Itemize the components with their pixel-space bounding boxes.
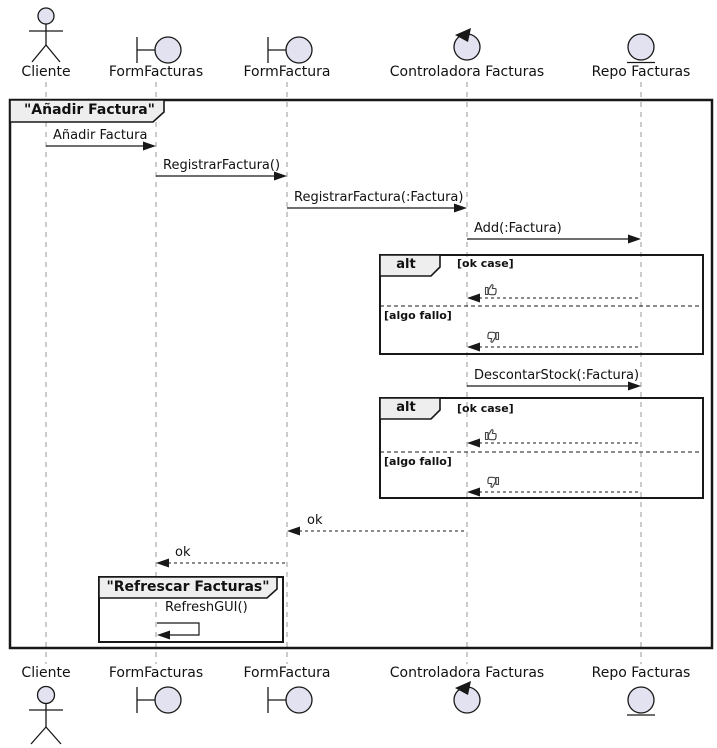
participant-label-formfacturas: FormFacturas: [108, 64, 204, 80]
thumbs-up-icon: [484, 429, 497, 441]
participant-label-controladora: Controladora Facturas: [389, 64, 545, 80]
thumbs-down-icon: [487, 476, 500, 488]
alt-fragment-2: [379, 397, 704, 499]
alt-tab: [379, 254, 441, 277]
bottom-participant-icons: [29, 681, 655, 745]
boundary-icon: [136, 36, 182, 64]
entity-icon: [627, 686, 655, 716]
alt-operator-label: alt: [396, 400, 416, 415]
participant-label-repo: Repo Facturas: [591, 64, 691, 80]
refresh-frame-tab: [98, 576, 278, 599]
participant-label-cliente: Cliente: [21, 64, 71, 80]
alt-tab: [379, 397, 441, 420]
alt-fragment-1: [379, 254, 704, 355]
participant-label-formfactura: FormFactura: [243, 665, 331, 681]
participant-label-formfacturas: FormFacturas: [108, 665, 204, 681]
arrow-registrar-factura-param: [287, 203, 467, 213]
boundary-icon: [267, 686, 313, 714]
message-label-ok-1: ok: [307, 513, 323, 528]
alt-operator-label: alt: [396, 257, 416, 272]
return-arrow-fail: [467, 342, 641, 352]
control-icon: [453, 28, 481, 61]
thumbs-down-icon: [487, 331, 500, 343]
participant-label-formfactura: FormFactura: [243, 64, 331, 80]
participant-label-controladora: Controladora Facturas: [389, 665, 545, 681]
message-arrows: [46, 141, 641, 391]
top-participant-icons: [29, 7, 655, 64]
participant-label-cliente: Cliente: [21, 665, 71, 681]
alt-ok-guard: [ok case]: [457, 402, 514, 415]
lifelines: [45, 82, 642, 664]
arrow-descontar-stock: [467, 381, 641, 391]
self-message-arrow: [157, 622, 200, 640]
arrow-registrar-factura: [156, 171, 287, 181]
entity-icon: [627, 33, 655, 64]
actor-icon: [29, 7, 63, 63]
arrow-anadir-factura: [46, 141, 156, 151]
message-label-refresh-gui: RefreshGUI(): [165, 600, 248, 615]
actor-icon: [29, 685, 63, 745]
return-arrow-fail: [467, 487, 641, 497]
ok-return-arrows: [156, 526, 467, 568]
message-label-ok-2: ok: [175, 545, 191, 560]
refresh-frame: [98, 576, 284, 643]
arrow-ok-2: [156, 558, 287, 568]
return-arrow-ok: [467, 438, 641, 448]
message-label-descontar-stock: DescontarStock(:Factura): [474, 368, 640, 383]
message-label-registrar-factura-param: RegistrarFactura(:Factura): [294, 190, 464, 205]
refresh-frame-title: "Refrescar Facturas": [106, 579, 270, 595]
participant-label-repo: Repo Facturas: [591, 665, 691, 681]
return-arrow-ok: [467, 293, 641, 303]
control-icon: [453, 681, 481, 714]
message-label-anadir-factura: Añadir Factura: [53, 128, 148, 143]
main-frame-title: "Añadir Factura": [24, 102, 155, 118]
thumbs-up-icon: [484, 284, 497, 296]
arrow-ok-1: [287, 526, 467, 536]
alt-ok-guard: [ok case]: [457, 257, 514, 270]
alt-fail-guard: [algo fallo]: [384, 455, 452, 468]
main-frame-tab: [9, 99, 165, 123]
message-label-registrar-factura: RegistrarFactura(): [163, 158, 281, 173]
boundary-icon: [267, 36, 313, 64]
alt-fail-guard: [algo fallo]: [384, 309, 452, 322]
message-label-add-factura: Add(:Factura): [474, 221, 562, 236]
boundary-icon: [136, 686, 182, 714]
arrow-add-factura: [467, 234, 641, 244]
main-frame: [8, 98, 714, 650]
